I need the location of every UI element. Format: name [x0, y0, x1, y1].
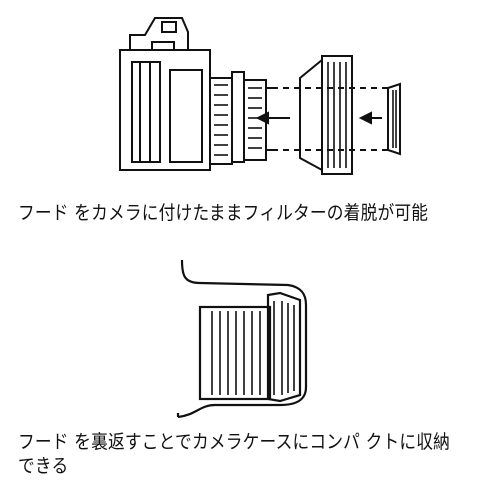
camera-lens-hood-filter-icon: [119, 17, 401, 175]
reversed-hood-in-case-icon: [176, 259, 308, 419]
caption-filter-change: フード をカメラに付けたままフィルターの着脱が可能: [18, 202, 429, 224]
caption-reverse-storage: フード を裏返すことでカメラケースにコンパ クトに収納: [18, 431, 451, 453]
caption-reverse-storage-continued: できる: [18, 455, 69, 477]
